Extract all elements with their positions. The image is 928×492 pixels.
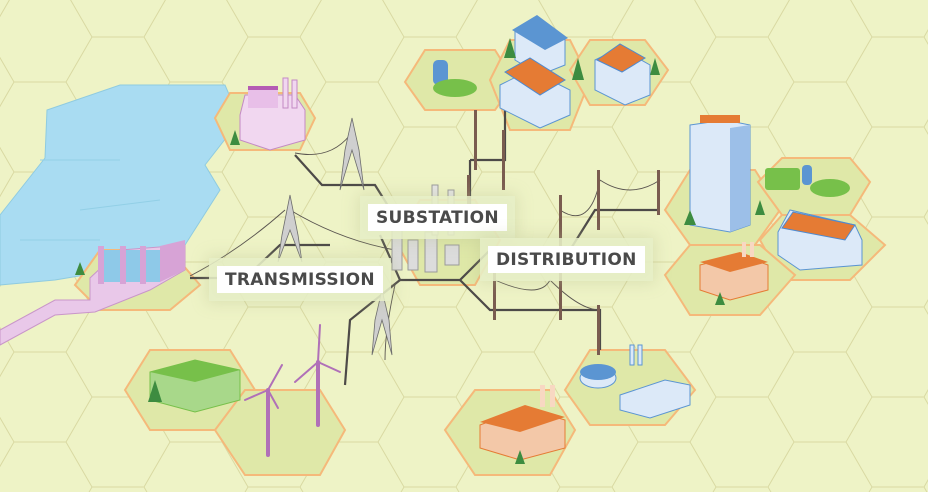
- transmission-tower-icon: [277, 117, 393, 356]
- wind-turbine-icon: [244, 324, 341, 457]
- factory-right: [699, 242, 769, 301]
- utility-pole-icon: [467, 110, 660, 355]
- factory-bottom: [479, 385, 566, 461]
- tree-icon: [75, 38, 765, 464]
- hydro-dam: [0, 240, 186, 346]
- homes-with-solar: [499, 15, 651, 129]
- distribution-label: DISTRIBUTION: [488, 246, 645, 273]
- office-tower: [689, 115, 751, 233]
- power-plant-pink: [239, 77, 306, 151]
- transmission-label: TRANSMISSION: [217, 266, 383, 293]
- substation-label: SUBSTATION: [368, 204, 507, 231]
- reservoir: [0, 84, 241, 286]
- water-treatment-plant: [579, 344, 691, 419]
- public-building-solar: [777, 209, 863, 271]
- ev-fleet: [765, 165, 850, 197]
- ev-charger-icon: [433, 60, 477, 97]
